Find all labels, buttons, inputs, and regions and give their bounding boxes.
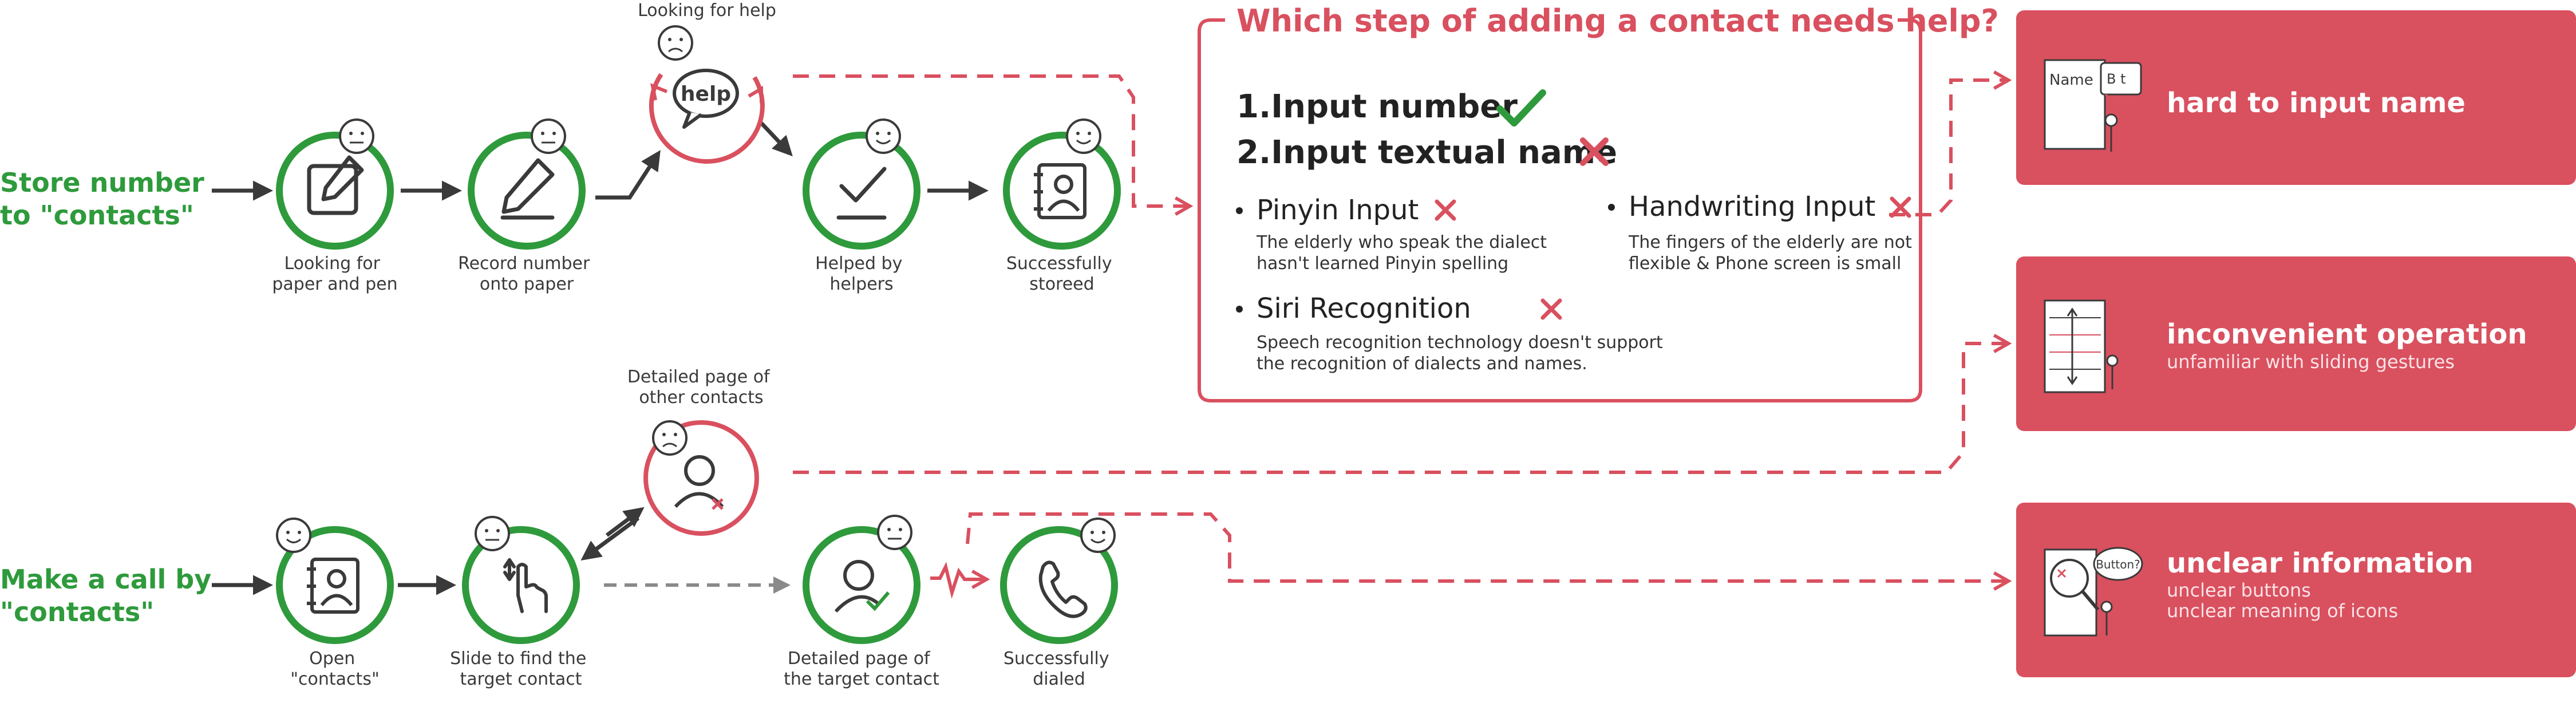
svg-text:Name: Name bbox=[2049, 72, 2093, 89]
green-check-icon bbox=[1496, 89, 1546, 127]
svg-text:hard to input name: hard to input name bbox=[2167, 87, 2466, 119]
red-cross-icon bbox=[1435, 199, 1456, 221]
question-box: Which step of adding a contact needs hel… bbox=[1198, 3, 1999, 402]
step-input-name: 2.Input textual name bbox=[1236, 134, 1617, 171]
call-row-label: Make a call by "contacts" bbox=[0, 564, 220, 627]
sad-face-icon bbox=[652, 420, 688, 456]
store-flow-arrows bbox=[212, 121, 989, 201]
store-row-label: Store number to "contacts" bbox=[0, 167, 214, 231]
svg-text:B t: B t bbox=[2107, 71, 2126, 87]
method-pinyin: Pinyin Input bbox=[1257, 194, 1419, 226]
help-bubble-icon: help bbox=[673, 69, 739, 129]
store-step-4: Helped by helpers bbox=[803, 119, 920, 294]
method-handwriting: Handwriting Input bbox=[1629, 191, 1875, 223]
pen-icon bbox=[500, 158, 555, 220]
svg-text:Button?: Button? bbox=[2096, 558, 2140, 571]
svg-text:Slide to find the target: Slide to find the target contact bbox=[450, 649, 592, 689]
call-step-5: Successfully dialed bbox=[1000, 518, 1118, 689]
checkmark-icon bbox=[836, 167, 887, 220]
neutral-face-icon bbox=[475, 516, 510, 551]
edit-paper-icon bbox=[307, 155, 364, 215]
method-siri: Siri Recognition bbox=[1257, 293, 1471, 325]
contact-check-icon bbox=[834, 560, 890, 613]
neutral-face-icon bbox=[877, 515, 912, 550]
card-unclear-information: Button? unclear information unclear butt… bbox=[2016, 503, 2576, 677]
svg-text:unclear buttons unclear: unclear buttons unclear meaning of icons bbox=[2167, 579, 2398, 622]
svg-text:Record number onto paper: Record number onto paper bbox=[458, 254, 595, 294]
svg-text:Helped by helpers: Helped by helpers bbox=[815, 254, 908, 294]
card-inconvenient-operation: inconvenient operation unfamiliar with s… bbox=[2016, 256, 2576, 431]
scroll-list-sketch bbox=[2044, 299, 2119, 393]
svg-text:Speech recognition technology: Speech recognition technology doesn't su… bbox=[1257, 333, 1668, 374]
neutral-face-icon bbox=[339, 119, 374, 154]
call-step-3-wrong-contact: Detailed page of other contacts bbox=[627, 367, 775, 536]
happy-face-icon bbox=[866, 119, 901, 154]
store-step-5: Successfully storeed bbox=[1003, 119, 1121, 294]
red-cross-icon bbox=[1580, 137, 1609, 166]
store-step-2: Record number onto paper bbox=[458, 119, 595, 294]
neutral-face-icon bbox=[531, 119, 566, 154]
red-cross-icon bbox=[1540, 298, 1562, 320]
svg-text:Open "contacts": Open "contacts" bbox=[290, 649, 380, 689]
happy-face-icon bbox=[1066, 119, 1101, 154]
store-step-3-help: Looking for help help bbox=[638, 1, 776, 164]
step-input-number: 1.Input number bbox=[1236, 88, 1518, 125]
happy-face-icon bbox=[1080, 518, 1116, 553]
swipe-hand-icon bbox=[503, 558, 548, 613]
happy-face-icon bbox=[276, 518, 311, 553]
call-step-4: Detailed page of the target contact bbox=[784, 515, 939, 689]
call-step-1: Open "contacts" bbox=[276, 518, 394, 689]
svg-text:unclear information: unclear information bbox=[2167, 547, 2474, 579]
red-cross-icon bbox=[1890, 196, 1911, 218]
magnifier-sketch: Button? bbox=[2044, 547, 2143, 637]
sad-face-icon bbox=[658, 25, 693, 61]
question-title: Which step of adding a contact needs hel… bbox=[1236, 3, 1999, 39]
svg-text:Successfully dialed: Successfully dialed bbox=[1003, 649, 1115, 689]
contact-book-icon bbox=[1034, 163, 1086, 219]
svg-text:Looking for help: Looking for help bbox=[638, 1, 776, 21]
svg-text:help: help bbox=[681, 82, 731, 106]
svg-text:The elderly who speak the dial: The elderly who speak the dialect hasn't… bbox=[1256, 232, 1552, 274]
call-step-2: Slide to find the target contact bbox=[450, 516, 592, 689]
name-paper-sketch: Name B t bbox=[2044, 59, 2142, 152]
svg-text:inconvenient operation: inconvenient operation bbox=[2167, 318, 2527, 350]
svg-text:Looking for paper and pe: Looking for paper and pen bbox=[272, 254, 397, 294]
card-hard-to-input-name: Name B t hard to input name bbox=[2016, 10, 2576, 185]
phone-icon bbox=[1038, 560, 1088, 618]
call-flow-arrows bbox=[212, 507, 645, 595]
svg-text:unfamiliar with sliding gestur: unfamiliar with sliding gestures bbox=[2167, 351, 2455, 373]
heartbeat-line bbox=[930, 562, 990, 599]
wrong-contact-icon bbox=[674, 455, 724, 508]
store-step-1: Looking for paper and pen bbox=[272, 119, 398, 294]
svg-text:Successfully storeed: Successfully storeed bbox=[1006, 254, 1117, 294]
svg-text:Detailed page of the tar: Detailed page of the target contact bbox=[784, 649, 939, 689]
svg-text:The fingers of the elderly are: The fingers of the elderly are not flexi… bbox=[1628, 232, 1917, 274]
svg-text:Detailed page of other c: Detailed page of other contacts bbox=[627, 367, 775, 408]
contact-book-icon bbox=[307, 558, 359, 614]
